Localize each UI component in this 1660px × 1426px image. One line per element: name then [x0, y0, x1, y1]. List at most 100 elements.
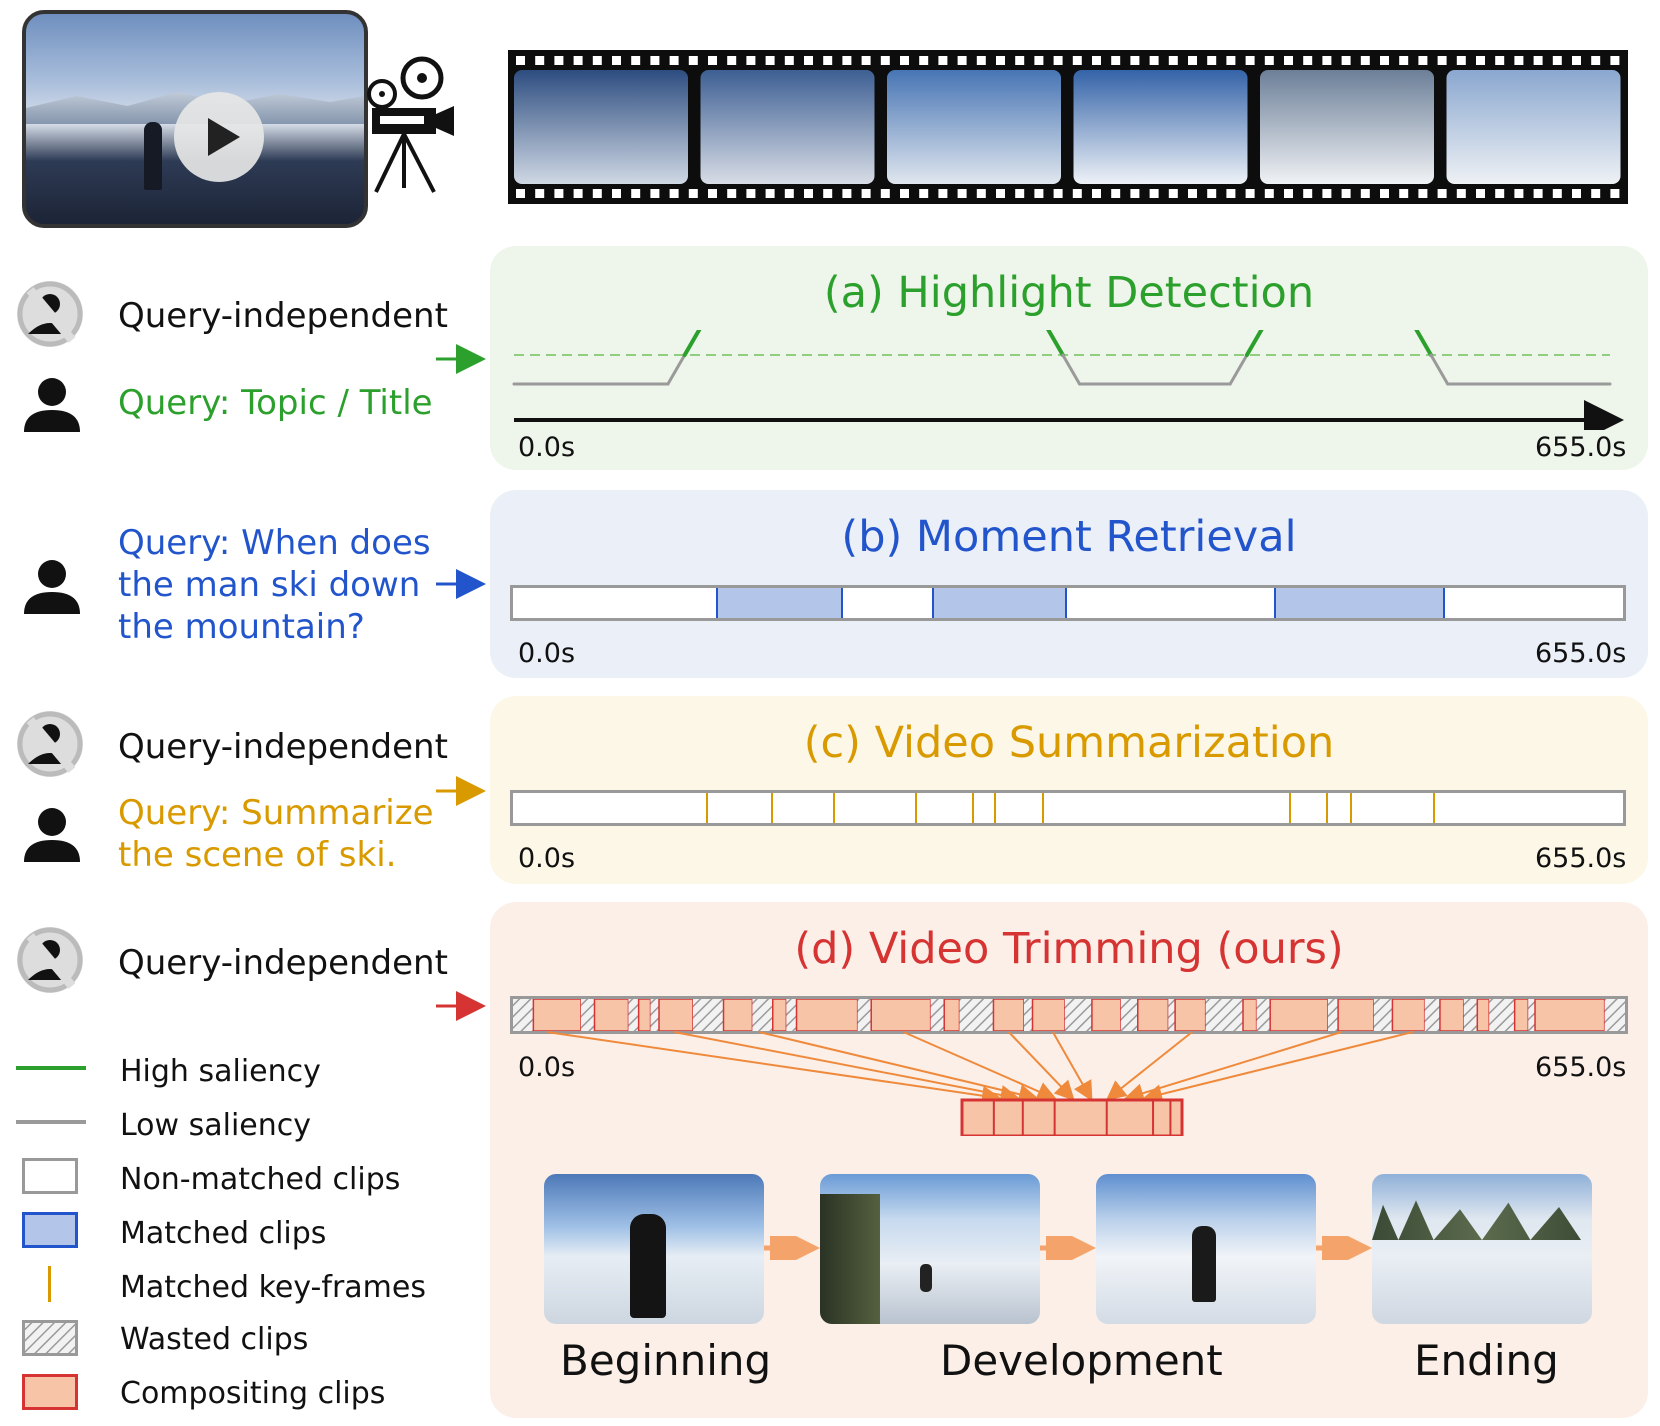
- key-frame-tick: [1326, 793, 1329, 823]
- wasted-clip: [1489, 999, 1515, 1031]
- film-sprocket: [612, 56, 621, 65]
- compositing-clip: [1439, 998, 1465, 1032]
- film-sprocket: [669, 189, 679, 198]
- composited-video-box: [960, 1098, 1184, 1136]
- film-sprocket: [880, 56, 890, 65]
- wasted-clip: [580, 999, 595, 1031]
- compositing-clip: [1269, 998, 1329, 1032]
- film-sprocket: [573, 189, 583, 198]
- film-sprocket: [1476, 56, 1485, 65]
- compositing-clip: [1031, 998, 1066, 1032]
- film-sprocket: [1245, 189, 1255, 198]
- query-moment-line-3: the mountain?: [118, 607, 365, 647]
- compositing-clip: [1534, 998, 1606, 1032]
- film-sprocket: [1149, 56, 1159, 65]
- query-moment-line-1: Query: When does: [118, 523, 431, 563]
- film-sprocket: [842, 56, 852, 65]
- panel-c-title: (c) Video Summarization: [803, 718, 1335, 768]
- selection-arrow: [758, 1031, 1039, 1105]
- story-frame-development-1: [820, 1174, 1040, 1324]
- wasted-clip: [1528, 999, 1536, 1031]
- film-sprocket: [1591, 56, 1601, 65]
- film-frame: [700, 70, 875, 184]
- panel-c-end-time: 655.0s: [1535, 843, 1627, 874]
- skier-standing: [1192, 1226, 1216, 1302]
- wasted-clip: [930, 999, 945, 1031]
- panel-c-start-time: 0.0s: [518, 843, 576, 874]
- film-sprocket: [612, 189, 621, 198]
- compositing-clip: [1513, 998, 1529, 1032]
- compositing-clip: [593, 998, 630, 1032]
- query-arrows: [436, 344, 486, 1021]
- film-sprocket: [1034, 189, 1044, 198]
- wasted-clip: [857, 999, 872, 1031]
- film-sprocket: [784, 189, 794, 198]
- query-topic-label: Query: Topic / Title: [118, 383, 433, 423]
- wasted-clip: [786, 999, 797, 1031]
- play-icon[interactable]: [174, 92, 264, 182]
- film-sprocket: [880, 189, 890, 198]
- film-sprocket: [746, 56, 756, 65]
- selection-arrow: [1008, 1031, 1075, 1101]
- film-sprocket: [1130, 189, 1140, 198]
- film-sprocket: [1380, 56, 1389, 65]
- film-sprocket: [516, 56, 525, 65]
- film-sprocket: [1284, 189, 1293, 198]
- film-sprocket: [1303, 189, 1313, 198]
- film-sprocket: [1111, 189, 1121, 198]
- low-saliency-segment: [1429, 353, 1450, 386]
- film-sprocket: [516, 189, 525, 198]
- panel-video-trimming: (d) Video Trimming (ours): [490, 902, 1648, 1418]
- low-saliency-segment: [1228, 353, 1249, 386]
- film-sprocket: [919, 189, 929, 198]
- trees: [820, 1194, 880, 1324]
- story-frame-beginning: [544, 1174, 764, 1324]
- film-sprocket: [650, 56, 660, 65]
- film-sprocket: [919, 56, 929, 65]
- film-sprocket: [554, 189, 564, 198]
- film-sprocket: [727, 56, 737, 65]
- panel-a-start-time: 0.0s: [518, 432, 576, 463]
- film-sprocket: [650, 189, 660, 198]
- film-strip: [508, 50, 1628, 204]
- high-saliency-segment: [682, 330, 702, 357]
- selection-arrow: [1142, 1031, 1414, 1104]
- wasted-clip: [692, 999, 724, 1031]
- low-saliency-segment: [1061, 353, 1082, 386]
- wasted-clip: [1205, 999, 1244, 1031]
- query-summarize-line-1: Query: Summarize: [118, 793, 434, 833]
- wasted-clip: [752, 999, 773, 1031]
- film-sprocket: [976, 189, 986, 198]
- selection-arrow: [674, 1031, 1021, 1105]
- story-arrows: [764, 1236, 1372, 1260]
- skier-with-skis: [630, 1214, 666, 1318]
- compositing-clip: [532, 998, 582, 1032]
- legend-low-saliency-swatch: [16, 1120, 86, 1124]
- film-sprocket: [784, 56, 794, 65]
- film-sprocket: [1034, 56, 1044, 65]
- film-sprocket: [535, 56, 545, 65]
- film-sprocket: [1418, 189, 1428, 198]
- film-sprocket: [1552, 189, 1562, 198]
- film-sprocket: [938, 56, 948, 65]
- film-sprocket: [1092, 56, 1101, 65]
- film-sprocket: [823, 56, 833, 65]
- film-sprocket: [592, 189, 602, 198]
- film-sprocket: [1322, 56, 1332, 65]
- wasted-clip: [628, 999, 639, 1031]
- film-sprocket: [900, 56, 909, 65]
- compositing-clip: [658, 998, 694, 1032]
- legend-wasted: Wasted clips: [120, 1322, 309, 1357]
- film-sprocket: [1264, 56, 1274, 65]
- film-frame: [887, 70, 1061, 184]
- source-video-thumbnail[interactable]: [22, 10, 368, 228]
- film-sprocket: [957, 189, 967, 198]
- legend-matched: Matched clips: [120, 1216, 327, 1251]
- matched-clip: [716, 588, 844, 618]
- film-sprocket: [1322, 189, 1332, 198]
- film-sprocket: [1360, 189, 1370, 198]
- film-sprocket: [823, 189, 833, 198]
- wasted-clip: [1120, 999, 1138, 1031]
- film-sprocket: [1168, 189, 1178, 198]
- film-sprocket: [1341, 56, 1351, 65]
